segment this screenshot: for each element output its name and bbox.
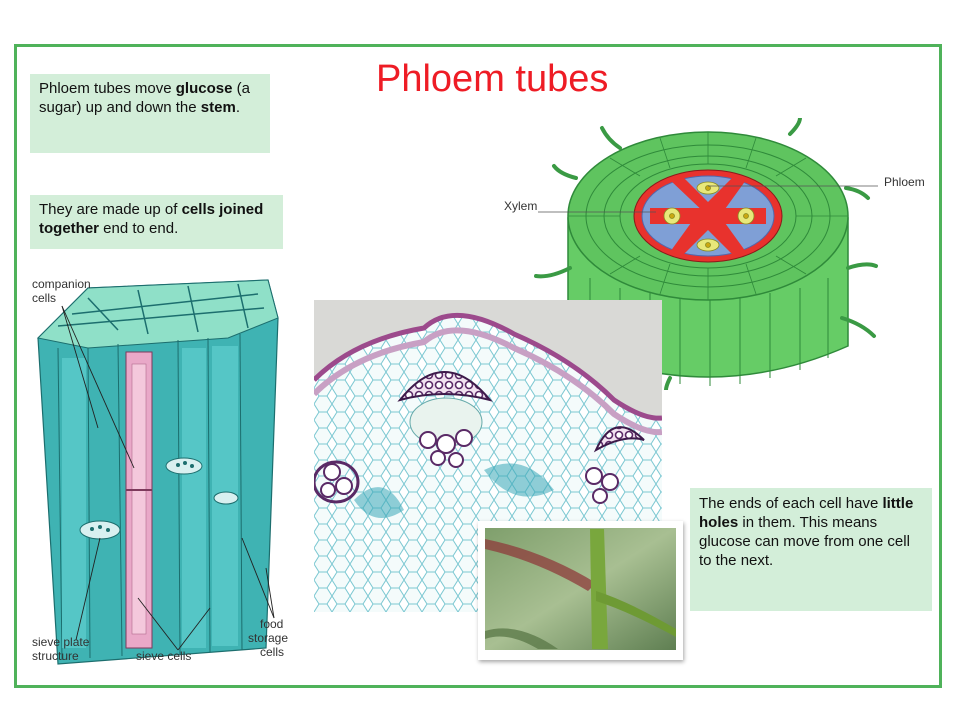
- bold-little-holes: little holes: [699, 495, 914, 531]
- label-xylem: Xylem: [504, 199, 537, 213]
- textbox-holes: The ends of each cell have little holes …: [690, 488, 932, 611]
- label-sieve-cells: sieve cells: [136, 649, 191, 663]
- label-companion-cells-1: companion: [32, 277, 91, 291]
- text-run: Phloem tubes move: [39, 80, 176, 97]
- bold-stem: stem: [200, 99, 236, 116]
- plant-stem-photo: [478, 521, 683, 660]
- text-run: (a sugar) up and down the: [39, 80, 250, 116]
- microscope-cross-section-image: [314, 300, 662, 612]
- label-food-2: storage: [248, 631, 288, 645]
- text-run: They are made up of: [39, 201, 182, 218]
- label-companion-cells-2: cells: [32, 291, 56, 305]
- label-phloem: Phloem: [884, 175, 925, 189]
- text-run: end to end.: [99, 220, 179, 237]
- textbox-glucose: Phloem tubes move glucose (a sugar) up a…: [30, 74, 270, 153]
- slide-title: Phloem tubes: [376, 58, 609, 100]
- bold-cells-joined: cells joined together: [39, 201, 264, 237]
- phloem-tissue-diagram: companion cells sieve plate structure si…: [32, 277, 288, 665]
- text-run: .: [235, 99, 240, 116]
- label-sieve-plate-2: structure: [32, 649, 79, 663]
- label-food-3: cells: [260, 645, 284, 659]
- label-food-1: food: [260, 617, 283, 631]
- text-run: The ends of each cell have: [699, 495, 883, 512]
- textbox-cells: They are made up of cells joined togethe…: [30, 195, 283, 249]
- label-sieve-plate-1: sieve plate: [32, 635, 90, 649]
- bold-glucose: glucose: [175, 80, 233, 97]
- text-run: in them. This means glucose can move fro…: [699, 514, 910, 569]
